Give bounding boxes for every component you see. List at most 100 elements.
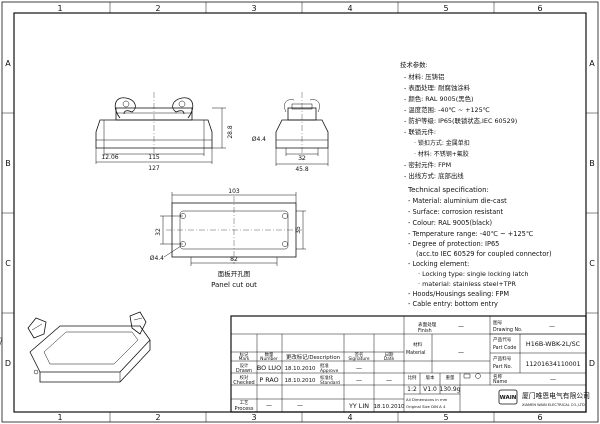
spec-cn-line: - 出线方式: 底部出线: [404, 171, 464, 180]
zone-top-5: 5: [443, 4, 448, 13]
spec-cn-line: 技术参数:: [400, 60, 428, 69]
tb-dims-note-2: Original Size DIN A 4: [406, 404, 446, 409]
tb-name-cn: 名称: [493, 373, 503, 380]
tb-part-code-cn: 产品代号: [493, 336, 512, 343]
spec-en-line: - Cable entry: bottom entry: [408, 300, 498, 308]
tb-standard-name: YY LIN: [348, 402, 369, 410]
title-block: [230, 315, 587, 413]
tb-weight-value: 130.9g: [440, 386, 461, 393]
front-view: 28.8 12.06 115 127: [95, 92, 234, 172]
tb-checked-cn: 校对: [240, 374, 249, 381]
tb-scale-value: 1:2: [407, 386, 417, 393]
tb-part-no-cn: 产品料号: [493, 355, 512, 362]
dim-side-total: 45.8: [295, 166, 309, 173]
tb-standard-date-top: —: [386, 377, 392, 384]
tb-drawn-name: BO LUO: [257, 364, 281, 372]
spec-cn-line: · 材料: 不锈钢+氟胶: [414, 150, 469, 158]
spec-en-line: - Locking element:: [408, 260, 469, 268]
zone-right-b: B: [589, 159, 595, 168]
tb-drawing-no-cn: 图号: [493, 320, 503, 326]
spec-cn: 技术参数: - 材料: 压铸铝 - 表面处理: 耐腐蚀涂料 - 颜色: RAL …: [400, 60, 517, 180]
panel-cutout-view: 103 32 35 82 Ø4.4 面板开孔图 Panel cut out: [150, 188, 306, 289]
tb-material-en: Material: [406, 350, 426, 356]
cutout-label-en: Panel cut out: [211, 281, 257, 289]
zone-left-b: B: [5, 159, 11, 168]
spec-en-line: · Locking type: single locking latch: [418, 270, 529, 278]
tb-hdr-number-cn: 数量: [265, 351, 274, 358]
dim-side-inner: 32: [298, 155, 306, 162]
tb-finish-cn: 表面处理: [418, 321, 437, 328]
zone-right-a: A: [589, 59, 595, 68]
spec-en-line: - Material: aluminium die-cast: [408, 197, 507, 205]
tb-process-en: Process: [235, 406, 254, 412]
tb-hdr-date-en: Date: [384, 356, 395, 362]
tb-part-code-value: H16B-WBK-2L/SC: [526, 340, 581, 348]
tb-part-no-value: 11201634110001: [525, 361, 580, 368]
spec-cn-line: - 防护等级: IP65(联锁状态,IEC 60529): [404, 116, 517, 125]
tb-hdr-number-en: Number: [260, 356, 278, 362]
tb-standard-en: Standard: [320, 380, 340, 386]
spec-cn-line: - 联锁元件:: [404, 127, 436, 136]
tb-part-no-en: Part No.: [493, 364, 512, 370]
spec-cn-line: - 温度范围: -40℃ ~ +125℃: [404, 105, 490, 114]
tb-standard-cn: 标准化: [320, 374, 334, 381]
zone-bottom-5: 5: [443, 413, 448, 422]
tb-weight-cn: 重量: [446, 374, 455, 381]
dim-front-inner: 115: [148, 154, 160, 161]
zone-top-4: 4: [347, 4, 352, 13]
spec-en-line: - Degree of protection: IP65: [408, 240, 499, 248]
tb-drawn-cn: 设计: [240, 362, 249, 369]
tb-checked-date: 18.10.2010: [285, 378, 316, 384]
spec-en-line: - Hoods/Housings sealing: FPM: [408, 290, 509, 298]
tb-material-cn: 材料: [413, 341, 423, 348]
tb-scale-cn: 比例: [408, 374, 417, 381]
tb-hdr-sig-cn: 签名: [355, 351, 364, 358]
zone-bottom-3: 3: [251, 413, 256, 422]
tb-checked-name: P RAO: [259, 376, 278, 384]
zone-top-2: 2: [155, 4, 160, 13]
side-view: Ø4.4 32 45.8: [252, 92, 329, 173]
spec-cn-line: - 颜色: RAL 9005(黑色): [404, 94, 473, 103]
dim-side-hole: Ø4.4: [252, 136, 266, 143]
spec-en-line: · material: stainless steel+TPR: [418, 280, 516, 288]
spec-cn-line: - 材料: 压铸铝: [404, 72, 444, 81]
spec-en: Technical specification: - Material: alu…: [407, 186, 552, 308]
zone-top-6: 6: [537, 4, 542, 13]
tb-checked-en: Checked: [233, 380, 254, 386]
spec-en-line: - Colour: RAL 9005(black): [408, 219, 492, 227]
spec-cn-line: - 密封元件: FPM: [404, 160, 451, 169]
tb-name-en: Name: [493, 379, 507, 385]
tb-standard-date: 18.10.2010: [374, 404, 405, 410]
dim-cut-bottom: 82: [230, 256, 238, 263]
tb-approve-sig: —: [356, 365, 362, 372]
cutout-label-cn: 面板开孔图: [218, 269, 251, 278]
zone-bottom-6: 6: [537, 413, 542, 422]
zone-right-d: D: [589, 359, 595, 368]
tb-finish-value: —: [458, 323, 464, 330]
zone-left-d: D: [5, 359, 11, 368]
company-name-cn: 厦门唯恩电气有限公司: [522, 391, 590, 400]
tb-rev-value: V1.0: [423, 386, 437, 393]
tb-drawing-no-en: Drawing No.: [493, 327, 522, 333]
dim-cut-hole: Ø4.4: [150, 255, 164, 262]
dim-front-total: 127: [148, 165, 160, 172]
tb-drawn-en: Drawn: [236, 368, 252, 374]
dim-front-height: 28.8: [227, 125, 234, 139]
spec-en-line: Technical specification:: [407, 186, 489, 194]
zone-bottom-4: 4: [347, 413, 352, 422]
spec-en-line: - Surface: corrosion resistant: [408, 208, 503, 216]
company-logo: WAIN: [498, 389, 518, 405]
company-name-en: XIAMEN WAIN ELECTRICAL CO.,LTD: [522, 403, 585, 407]
tb-part-code-en: Part Code: [493, 345, 516, 351]
spec-cn-line: · 锁扣方式: 金属单扣: [414, 139, 470, 147]
tb-approve-en: Approve: [320, 368, 339, 374]
zone-right-c: C: [589, 259, 595, 268]
tb-drawn-date: 18.10.2010: [285, 366, 316, 372]
tb-process-date: —: [297, 402, 303, 409]
tb-hdr-mark-cn: 标记: [240, 351, 249, 358]
zone-top-1: 1: [57, 4, 62, 13]
tb-drawing-no-value: —: [549, 323, 555, 330]
